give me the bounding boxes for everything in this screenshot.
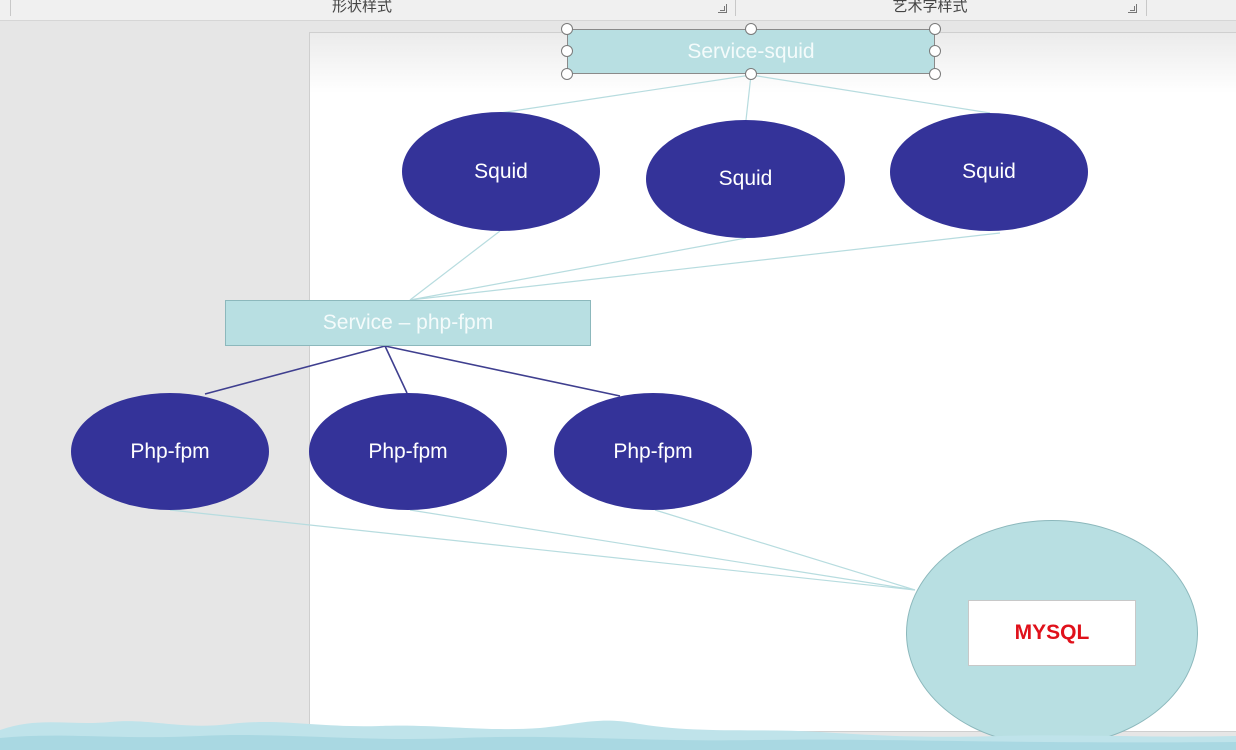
connector-line	[169, 509, 916, 591]
mysql-label-box[interactable]: MYSQL	[968, 600, 1136, 666]
connector-line	[499, 74, 752, 114]
connector-line	[745, 74, 752, 121]
connector-line	[384, 345, 408, 394]
resize-handle-top-right[interactable]	[929, 23, 941, 35]
connector-line	[409, 509, 916, 591]
phpfpm-node-1[interactable]: Php-fpm	[71, 393, 269, 510]
ribbon-separator	[1146, 0, 1147, 16]
connector-line	[409, 237, 747, 301]
connector-line	[204, 345, 386, 395]
squid-node-1[interactable]: Squid	[402, 112, 600, 231]
ribbon-group-wordart-styles: 艺术字样式	[892, 0, 968, 15]
connector-line	[384, 345, 621, 397]
dialog-launcher-icon[interactable]	[718, 4, 727, 13]
service-phpfpm-box[interactable]: Service – php-fpm	[225, 300, 591, 346]
decorative-wave	[0, 720, 1236, 750]
connector-line	[750, 74, 991, 114]
connector-line	[409, 232, 1001, 301]
connector-line	[409, 230, 501, 301]
resize-handle-bottom-left[interactable]	[561, 68, 573, 80]
resize-handle-bottom-right[interactable]	[929, 68, 941, 80]
phpfpm-node-2[interactable]: Php-fpm	[309, 393, 507, 510]
resize-handle-left[interactable]	[561, 45, 573, 57]
resize-handle-right[interactable]	[929, 45, 941, 57]
dialog-launcher-icon[interactable]	[1128, 4, 1137, 13]
ribbon-group-shape-styles: 形状样式	[331, 0, 392, 15]
ribbon-separator	[10, 0, 11, 16]
phpfpm-node-3[interactable]: Php-fpm	[554, 393, 752, 510]
ribbon-toolbar: 形状样式 艺术字样式	[0, 0, 1236, 21]
resize-handle-bottom[interactable]	[745, 68, 757, 80]
ribbon-separator	[735, 0, 736, 16]
resize-handle-top-left[interactable]	[561, 23, 573, 35]
resize-handle-top[interactable]	[745, 23, 757, 35]
squid-node-3[interactable]: Squid	[890, 113, 1088, 231]
squid-node-2[interactable]: Squid	[646, 120, 845, 238]
connector-line	[654, 509, 916, 591]
service-squid-box[interactable]: Service-squid	[567, 29, 935, 74]
